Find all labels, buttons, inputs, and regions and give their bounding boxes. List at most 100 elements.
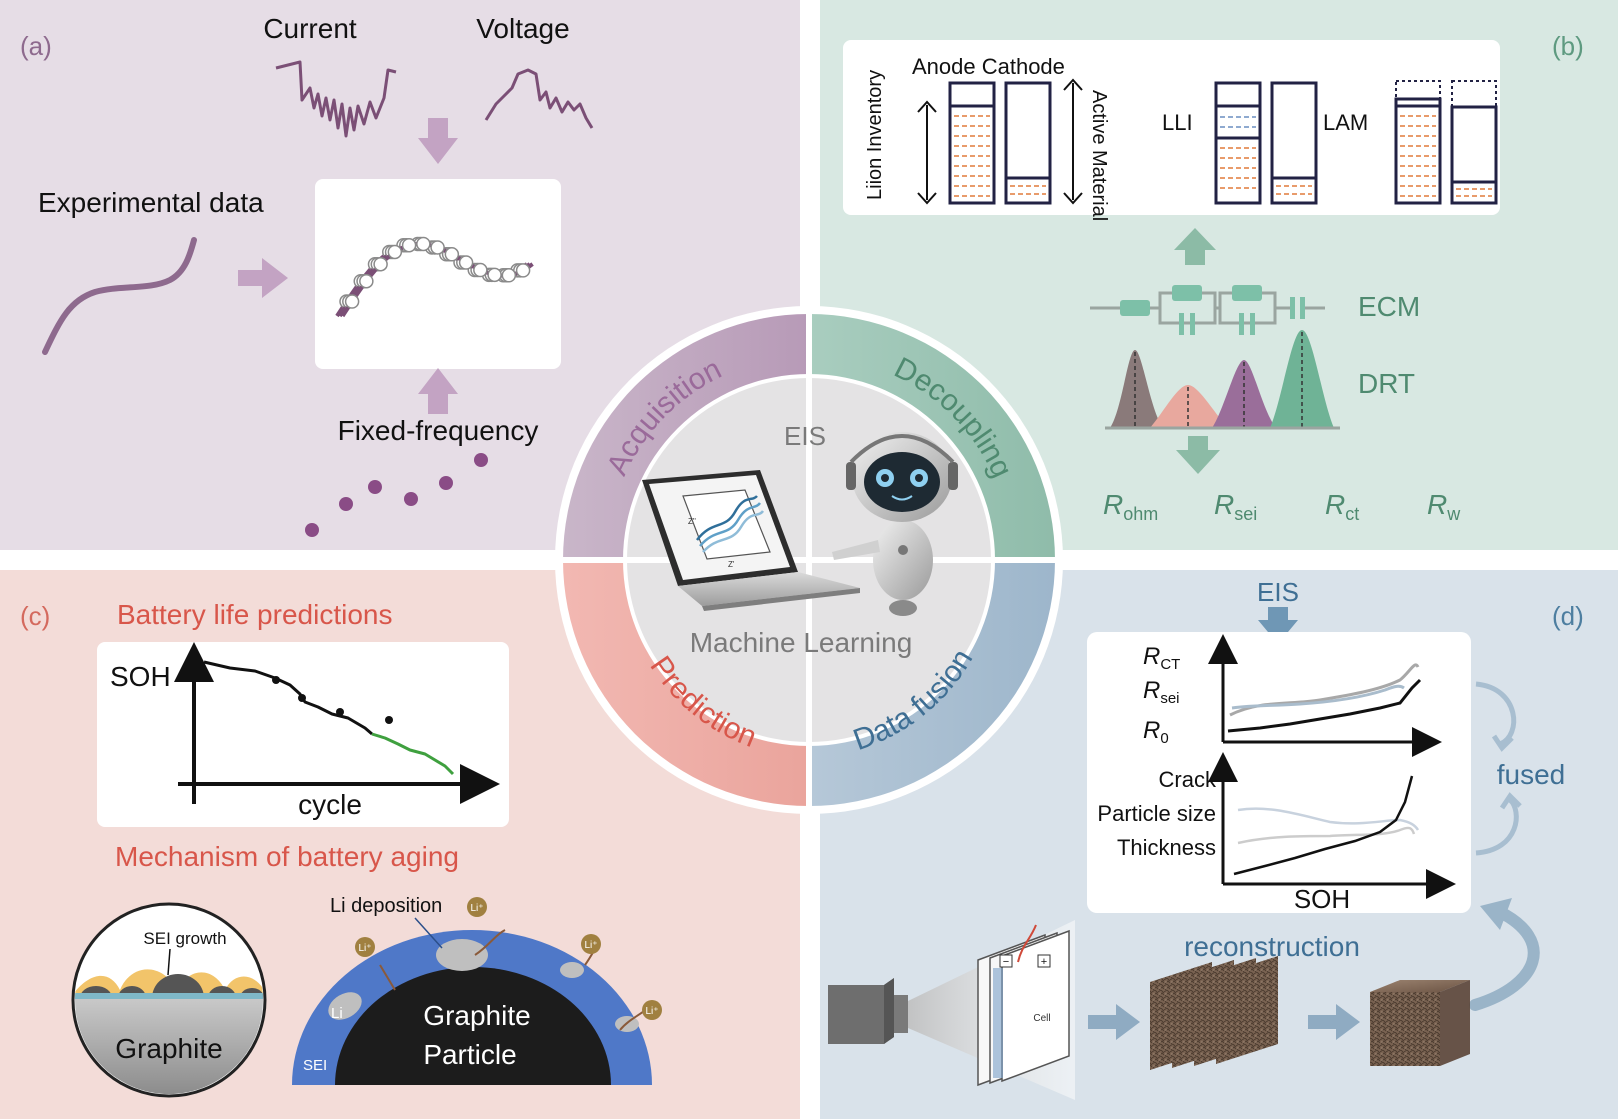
bead-point (401, 237, 417, 253)
drt-peaks (1105, 330, 1340, 430)
fused-label: fused (1497, 759, 1566, 790)
center-ring: Acquisition Decoupling Prediction Data f… (555, 306, 1063, 814)
lli-li-inventory (1220, 147, 1256, 189)
frequency-dot (404, 492, 418, 506)
loop-arrow-head (1480, 898, 1512, 930)
bead-point (359, 273, 374, 289)
svg-text:Li⁺: Li⁺ (358, 943, 371, 954)
frequency-dot (305, 523, 319, 537)
cell-label: Cell (1033, 1013, 1050, 1024)
ring-segment-decoupling (809, 314, 1055, 560)
aging-mechanism-title: Mechanism of battery aging (115, 841, 459, 872)
soh-point (336, 708, 344, 716)
li-ion-icon: Li⁺ (355, 937, 375, 957)
minus-terminal: − (1003, 956, 1009, 968)
li-ion-icon: Li⁺ (642, 1000, 662, 1020)
ecm-capacitor (1250, 313, 1255, 335)
voltage-signal (484, 68, 594, 129)
fixed-frequency-box (315, 179, 561, 369)
anode-cathode-label: Anode Cathode (912, 54, 1065, 79)
r-ct-label: RCT (1143, 643, 1180, 673)
ecm-resistor (1232, 285, 1262, 301)
bead-point (373, 256, 388, 272)
experimental-curve (42, 237, 197, 355)
lam-label: LAM (1323, 110, 1368, 135)
ecm-capacitor (1179, 313, 1184, 335)
anode-li-inventory (954, 115, 990, 197)
cycle-axis-label: cycle (298, 789, 362, 820)
center-subtitle: Machine Learning (690, 627, 913, 658)
frequency-dot (474, 453, 488, 467)
ecm-capacitor (1239, 313, 1244, 335)
li-ion-icon: Li⁺ (581, 934, 601, 954)
feature-curve-light-blue (1237, 807, 1420, 831)
reconstruction-label: reconstruction (1184, 931, 1360, 962)
resistance-r-ohm: Rohm (1103, 489, 1158, 524)
soh-prediction-line (371, 732, 455, 776)
camera-icon (828, 978, 908, 1044)
r-0-label: R0 (1143, 717, 1169, 747)
feature-label-thickness: Thickness (1117, 835, 1216, 860)
sei-growth-illustration: SEI growth Graphite (71, 902, 267, 1098)
battery-cell-stack: Cell − + (977, 924, 1070, 1087)
panel-c: (c) Battery life predictions SOH cycle M… (20, 599, 662, 1098)
soh-point (272, 676, 280, 684)
drt-label: DRT (1358, 368, 1415, 399)
current-label: Current (263, 13, 357, 44)
fused-arrow-bottom (1475, 798, 1519, 856)
down-arrow-d (1258, 607, 1298, 644)
bead-point (430, 240, 445, 255)
battery-life-title: Battery life predictions (117, 599, 392, 630)
resistance-r-ct: Rct (1325, 489, 1359, 524)
current-signal (275, 60, 397, 138)
frequency-dot (439, 476, 453, 490)
soh-chart-box (97, 642, 509, 827)
svg-text:Z'': Z'' (688, 517, 696, 526)
panel-b-tag: (b) (1552, 31, 1584, 61)
li-deposition-label: Li deposition (330, 895, 442, 917)
feature-curve-black (1233, 775, 1414, 876)
eis-label-d: EIS (1257, 577, 1299, 607)
lli-cathode-column (1270, 81, 1318, 205)
bead-point (487, 267, 502, 283)
plus-terminal: + (1041, 956, 1047, 968)
graphite-particle-illustration: Li deposition Graphite Particle Li SEI L… (292, 895, 662, 1085)
soh-axis-label: SOH (110, 661, 171, 692)
experimental-data-label: Experimental data (38, 187, 264, 218)
bead-point (387, 244, 403, 260)
r-sei-label: Rsei (1143, 677, 1180, 707)
bead-curves (335, 236, 534, 318)
panel-a: (a) Current Voltage Experimental data Fi… (20, 13, 594, 537)
panel-a-tag: (a) (20, 31, 52, 61)
feature-label-particle-size: Particle size (1097, 801, 1216, 826)
r-curve-black (1227, 678, 1422, 733)
lam-cathode-column (1450, 105, 1498, 205)
soh-point (385, 716, 393, 724)
down-arrow-b (1176, 436, 1220, 474)
li-metal-label: Li (331, 1005, 343, 1022)
drt-peak-ohm (1110, 350, 1163, 428)
fused-arrow-top (1475, 681, 1517, 747)
up-arrow-a (418, 368, 458, 414)
right-arrow-d1 (1088, 1004, 1140, 1040)
resistance-r-sei: Rsei (1214, 489, 1257, 524)
lam-li-inventory (1400, 115, 1436, 197)
bead-point (444, 247, 460, 262)
ecm-label: ECM (1358, 291, 1420, 322)
ecm-capacitor (1290, 297, 1295, 319)
svg-text:Z': Z' (728, 560, 735, 569)
right-arrow-d2 (1308, 1004, 1360, 1040)
li-ion-icon: Li⁺ (467, 897, 487, 917)
fixed-frequency-label: Fixed-frequency (338, 415, 539, 446)
active-material-label: Active Material (1088, 90, 1110, 221)
ring-segment-acquisition (563, 314, 809, 560)
panel-c-tag: (c) (20, 601, 50, 631)
ring-segment-data-fusion (809, 560, 1055, 806)
drt-peak-sei (1150, 385, 1228, 428)
particle-label-line2: Particle (423, 1039, 516, 1070)
panel-d: (d) EIS RCT Rsei R0 Crack Particle size … (828, 577, 1584, 1100)
lli-anode-column (1214, 81, 1262, 205)
loop-arrow (1469, 906, 1540, 1011)
bead-point (515, 263, 531, 278)
sei-growth-label: SEI growth (143, 929, 226, 948)
